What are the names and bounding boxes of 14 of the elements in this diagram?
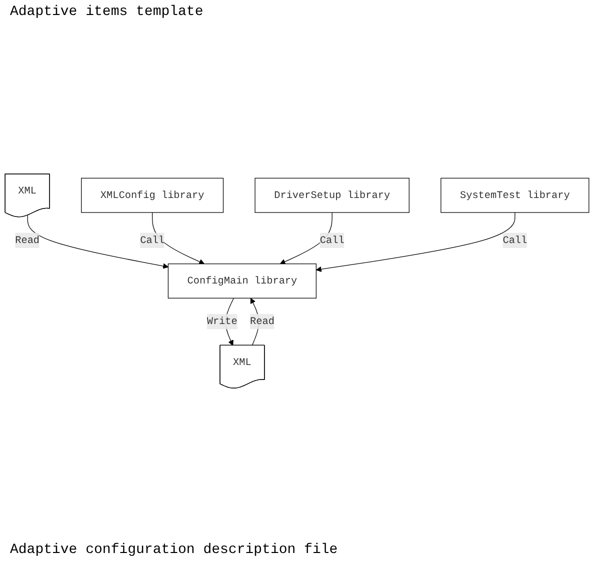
arrow — [27, 215, 168, 269]
node-box: ConfigMain library — [168, 264, 317, 298]
edge-label: Read — [15, 234, 40, 246]
edge-label: Call — [320, 234, 344, 246]
node-box: DriverSetup library — [254, 178, 410, 213]
arrow — [316, 212, 516, 272]
edge-label: Read — [250, 316, 274, 328]
edge-label: Call — [502, 234, 528, 246]
edge-label: Write — [206, 316, 238, 328]
note-text: Adaptive items template — [9, 3, 204, 22]
node-box: XMLConfig library — [81, 178, 224, 213]
note-text: Adaptive configuration description file — [9, 541, 339, 560]
node-box: SystemTest library — [440, 178, 590, 213]
edge-label: Call — [140, 234, 165, 246]
